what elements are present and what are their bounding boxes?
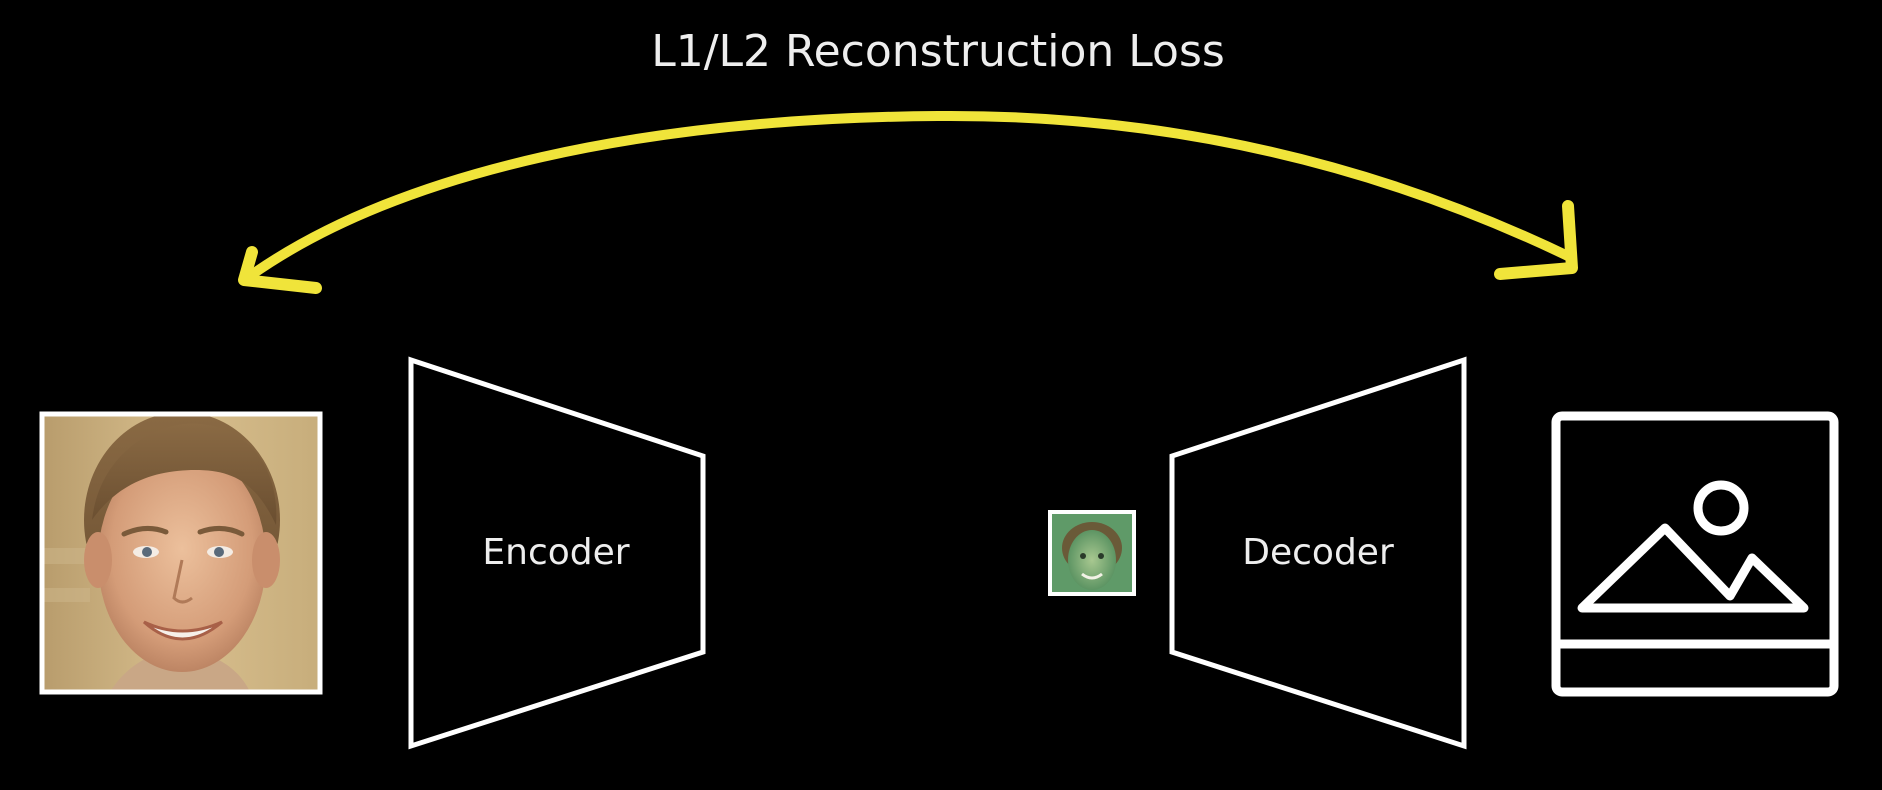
latent-thumbnail	[1048, 510, 1136, 596]
encoder-shape	[408, 356, 706, 750]
sun-circle	[1693, 480, 1749, 536]
decoder-shape	[1169, 356, 1467, 750]
encoder-label: Encoder	[482, 532, 629, 573]
background-sign	[44, 548, 94, 602]
decoder-block: Decoder	[1169, 356, 1467, 750]
diagram-title: L1/L2 Reconstruction Loss	[651, 26, 1225, 77]
decoder-label: Decoder	[1242, 532, 1394, 573]
mountains	[1577, 523, 1809, 613]
image-placeholder-icon	[1551, 411, 1839, 697]
arrow-arc	[245, 110, 1577, 281]
right-arrowhead	[1494, 200, 1578, 280]
input-image	[39, 411, 323, 695]
left-arrowhead	[238, 246, 322, 294]
encoder-block: Encoder	[408, 356, 706, 750]
reconstruction-loss-arrow	[238, 110, 1578, 294]
